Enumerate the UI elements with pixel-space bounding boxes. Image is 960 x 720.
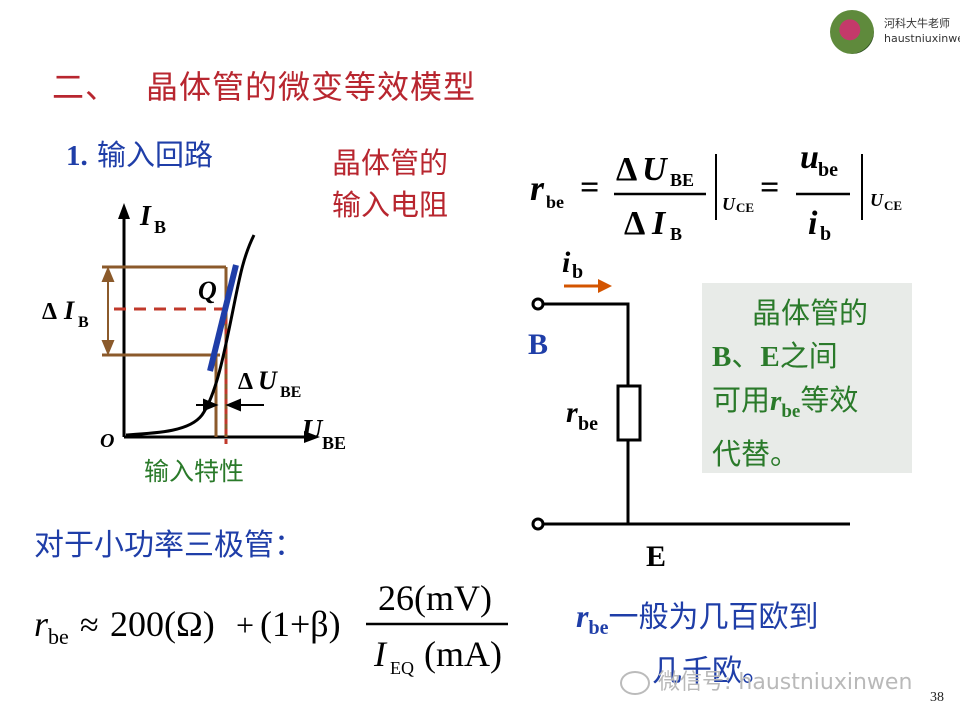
node-b-label: B [528, 328, 548, 361]
page-number: 38 [930, 690, 944, 705]
y-label-var: I [139, 201, 152, 232]
dib-arrows [101, 266, 115, 356]
rbe-range-note: rbe一般为几百欧到 几千欧。 [576, 594, 818, 694]
input-resistance-line1: 晶体管的 [332, 146, 449, 180]
rbe-eq: = [580, 169, 599, 206]
title-number: 二、 [52, 68, 119, 106]
note-box [702, 283, 912, 473]
origin-label: O [100, 430, 114, 452]
ib-var: i [562, 246, 571, 279]
equivalent-circuit: i b B r be E [528, 246, 850, 573]
frac1-den-sub: B [670, 224, 682, 244]
x-label-var: U [302, 415, 324, 446]
input-resistance-line2: 输入电阻 [332, 188, 449, 222]
x-axis-arrow [304, 431, 320, 443]
approx-r: r [34, 604, 49, 644]
q-label: Q [198, 276, 217, 305]
brand-label: 河科大牛老师 haustniuxinwen [884, 16, 960, 46]
brand-avatar [830, 10, 874, 54]
frac1-num-sub: BE [670, 170, 694, 190]
rbe-note-line1: rbe一般为几百欧到 [576, 598, 819, 639]
rbe-note-line2: 几千欧。 [652, 654, 772, 689]
input-characteristic-graph: I B U BE O Q Δ [42, 201, 346, 453]
cond2-sub: CE [884, 198, 902, 213]
approx-plus: + [236, 607, 254, 643]
brand-handle: haustniuxinwen [884, 32, 960, 45]
dib-var: I [63, 296, 75, 325]
approx-den-unit: (mA) [424, 634, 502, 674]
approx-k: 200(Ω) [110, 604, 215, 644]
dib-delta: Δ [42, 299, 57, 325]
dube-var: U [258, 366, 278, 395]
frac1-den-delta: Δ [624, 205, 645, 242]
y-label-sub: B [154, 217, 166, 237]
note-text: 晶体管的 B、E之间 可用rbe等效 代替。 [712, 292, 868, 476]
section-heading: 1. 输入回路 [66, 132, 213, 174]
rbe-definition-formula: r be = Δ U BE Δ I B U CE = u be i b U CE [530, 139, 902, 245]
x-label-sub: BE [322, 433, 346, 453]
approx-den-var: I [373, 634, 388, 674]
approx-num: 26(mV) [378, 578, 492, 618]
approx-factor: (1+β) [260, 604, 341, 644]
dib-sub: B [78, 314, 89, 331]
note-line3: 可用rbe等效 [712, 383, 859, 422]
note-line4: 代替。 [712, 436, 800, 471]
dube-sub: BE [280, 384, 301, 401]
frac1-den-var: I [651, 205, 667, 242]
input-resistance-label: 晶体管的 输入电阻 [332, 142, 448, 226]
approx-r-sub: be [48, 624, 69, 649]
node-b-terminal [531, 297, 545, 311]
frac2-den-sub: b [820, 223, 831, 245]
watermark: 微信号: haustniuxinwen [620, 664, 912, 696]
ib-sub: b [572, 261, 583, 283]
resistor-rbe [616, 384, 642, 442]
wire-top [543, 302, 630, 386]
rbe-circuit-var: r [566, 396, 578, 429]
current-arrow-head [598, 279, 612, 293]
frac2-num-var: u [800, 139, 819, 176]
q-tangent-line [207, 264, 239, 372]
approx-den-sub: EQ [390, 658, 414, 678]
section-number: 1. [66, 140, 88, 172]
frac2-den-var: i [808, 205, 818, 242]
dube-delta: Δ [238, 369, 253, 395]
slide-title: 二、晶体管的微变等效模型 [52, 62, 476, 108]
wechat-icon [620, 671, 650, 695]
cond1-var: U [722, 194, 736, 214]
cond1-sub: CE [736, 200, 754, 215]
node-e-label: E [646, 540, 666, 573]
rbe-eq2: = [760, 169, 779, 206]
rbe-approx-formula: r be ≈ 200(Ω) + (1+β) 26(mV) I EQ (mA) [34, 578, 508, 678]
graph-caption: 输入特性 [144, 457, 245, 486]
rbe-circuit-sub: be [578, 413, 598, 435]
frac2-num-sub: be [818, 159, 838, 181]
frac1-num-var: U [642, 151, 669, 188]
cond2-var: U [870, 190, 884, 210]
title-text: 晶体管的微变等效模型 [146, 68, 477, 106]
approx-symbol: ≈ [80, 607, 99, 644]
characteristic-curve [125, 234, 256, 437]
brand-name: 河科大牛老师 [884, 17, 950, 30]
frac1-num-delta: Δ [616, 151, 637, 188]
rbe-sub: be [546, 192, 564, 212]
node-e-terminal [531, 517, 545, 531]
rbe-r: r [530, 168, 545, 208]
section-text: 输入回路 [96, 138, 213, 172]
note-line2: B、E之间 [712, 339, 838, 373]
note-line1: 晶体管的 [752, 296, 869, 330]
y-axis-arrow [118, 203, 130, 219]
small-power-label: 对于小功率三极管： [34, 528, 304, 563]
